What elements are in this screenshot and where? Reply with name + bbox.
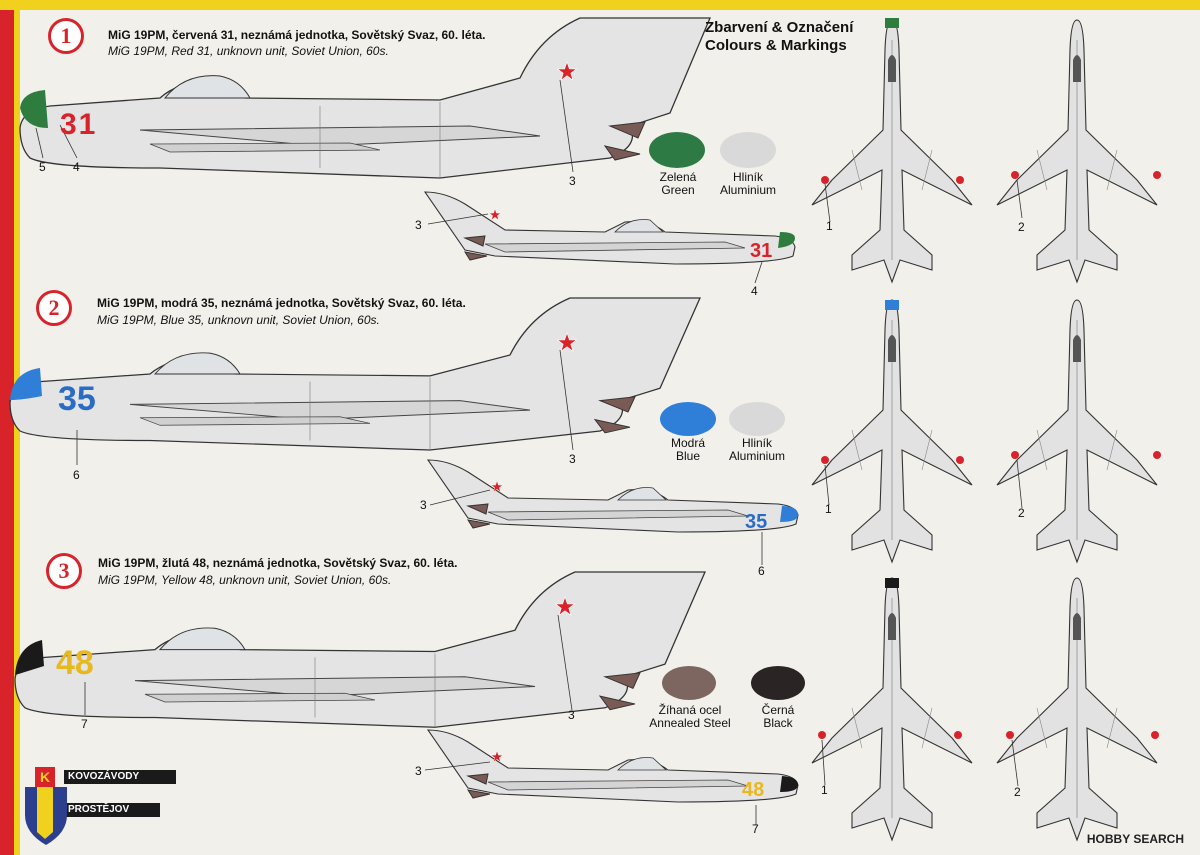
callout-6: 6 <box>73 468 80 482</box>
swatch-blue-cz: Modrá <box>670 436 705 450</box>
swatch-alu-1-cz: Hliník <box>732 170 763 184</box>
small-number-1: 31 <box>750 240 773 262</box>
swatch-alu-2-cz: Hliník <box>741 436 772 450</box>
logo-line1: KOVOZÁVODY <box>64 770 176 784</box>
callout-5: 5 <box>39 160 46 174</box>
callout-3: 3 <box>415 218 422 232</box>
section-title-cz-2: MiG 19PM, modrá 35, neznámá jednotka, So… <box>97 296 466 310</box>
callout-1: 1 <box>826 219 833 233</box>
logo-shield <box>25 787 67 845</box>
swatch-aluminium-2 <box>729 402 785 436</box>
callout-3: 3 <box>569 452 576 466</box>
swatch-alu-1-en: Aluminium <box>719 183 776 197</box>
section-badge-1: 1 <box>48 18 84 54</box>
logo-mark: K <box>35 767 55 787</box>
colours-heading-en: Colours & Markings <box>705 37 847 54</box>
section-title-en-2: MiG 19PM, Blue 35, unknovn unit, Soviet … <box>97 313 380 327</box>
small-number-3: 48 <box>742 779 765 801</box>
callout-3: 3 <box>420 498 427 512</box>
callout-4: 4 <box>73 160 80 174</box>
section-title-cz-3: MiG 19PM, žlutá 48, neznámá jednotka, So… <box>98 556 458 570</box>
callout-2: 2 <box>1014 785 1021 799</box>
side-number-3: 48 <box>56 644 94 682</box>
callout-3: 3 <box>569 174 576 188</box>
callout-2: 2 <box>1018 506 1025 520</box>
swatch-annealed-steel <box>662 666 716 700</box>
swatch-green-en: Green <box>661 183 695 197</box>
callout-1: 1 <box>821 783 828 797</box>
swatch-green <box>649 132 705 168</box>
section-title-en-3: MiG 19PM, Yellow 48, unknovn unit, Sovie… <box>98 573 392 587</box>
swatch-aluminium-1 <box>720 132 776 168</box>
nose-green <box>20 90 48 128</box>
logo-line2: PROSTĚJOV <box>64 803 160 817</box>
swatch-steel-en: Annealed Steel <box>649 716 731 730</box>
section-badge-3: 3 <box>46 553 82 589</box>
small-number-2: 35 <box>745 511 768 533</box>
callout-4: 4 <box>751 284 758 298</box>
swatch-black-en: Black <box>763 716 793 730</box>
side-number-2: 35 <box>58 380 96 418</box>
side-number-1: 31 <box>60 108 98 141</box>
callout-6: 6 <box>758 564 765 578</box>
section-title-cz-1: MiG 19PM, červená 31, neznámá jednotka, … <box>108 28 486 42</box>
swatch-blue <box>660 402 716 436</box>
swatch-black-cz: Černá <box>761 703 795 717</box>
callout-7: 7 <box>752 822 759 836</box>
yellow-border-top <box>0 0 1200 10</box>
callout-7: 7 <box>81 717 88 731</box>
section-badge-2: 2 <box>36 290 72 326</box>
callout-1: 1 <box>825 502 832 516</box>
swatch-black <box>751 666 805 700</box>
callout-3: 3 <box>415 764 422 778</box>
swatch-steel-cz: Žíhaná ocel <box>658 703 722 717</box>
callout-3: 3 <box>568 708 575 722</box>
section-title-en-1: MiG 19PM, Red 31, unknovn unit, Soviet U… <box>108 44 389 58</box>
colours-heading-cz: Zbarvení & Označení <box>705 19 854 36</box>
swatch-blue-en: Blue <box>675 449 701 463</box>
callout-2: 2 <box>1018 220 1025 234</box>
swatch-green-cz: Zelená <box>659 170 697 184</box>
swatch-alu-2-en: Aluminium <box>728 449 785 463</box>
hobby-search-watermark: HOBBY SEARCH <box>1086 832 1184 846</box>
red-border <box>0 0 14 855</box>
